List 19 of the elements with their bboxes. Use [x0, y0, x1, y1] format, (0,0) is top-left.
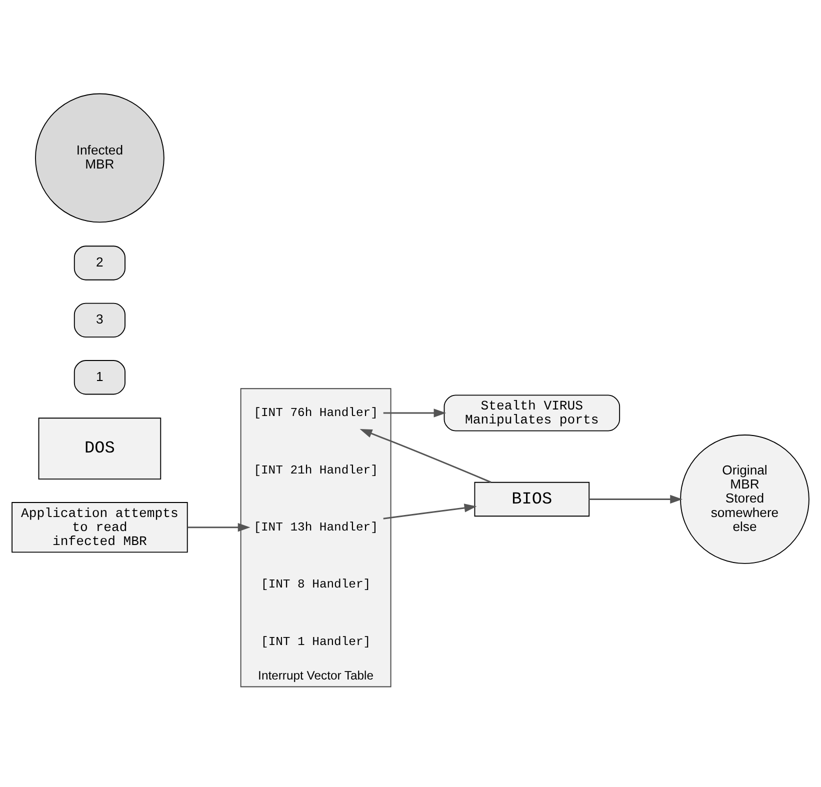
arrow [383, 503, 477, 519]
arrow [383, 408, 446, 417]
node-box: Stealth VIRUS Manipulates ports [444, 394, 620, 431]
node-box: BIOS [474, 481, 590, 516]
arrow [589, 494, 683, 504]
arrow [187, 522, 250, 532]
node-box: 3 [74, 302, 126, 338]
node-text: [INT 13h Handler] [254, 520, 378, 534]
node-text: [INT 21h Handler] [254, 462, 378, 477]
node-box: 1 [74, 360, 126, 394]
node-box: DOS [38, 417, 162, 480]
node-circle: Infected MBR [35, 92, 164, 222]
node-circle: Original MBR Stored somewhere else [680, 434, 810, 564]
node-text: [INT 1 Handler] [261, 634, 371, 648]
node-box: 2 [74, 245, 126, 280]
arrow [360, 428, 492, 482]
node-box: Application attempts to read infected MBR [12, 502, 188, 552]
node-text: [INT 8 Handler] [261, 577, 371, 592]
node-text: [INT 76h Handler] [254, 406, 378, 420]
